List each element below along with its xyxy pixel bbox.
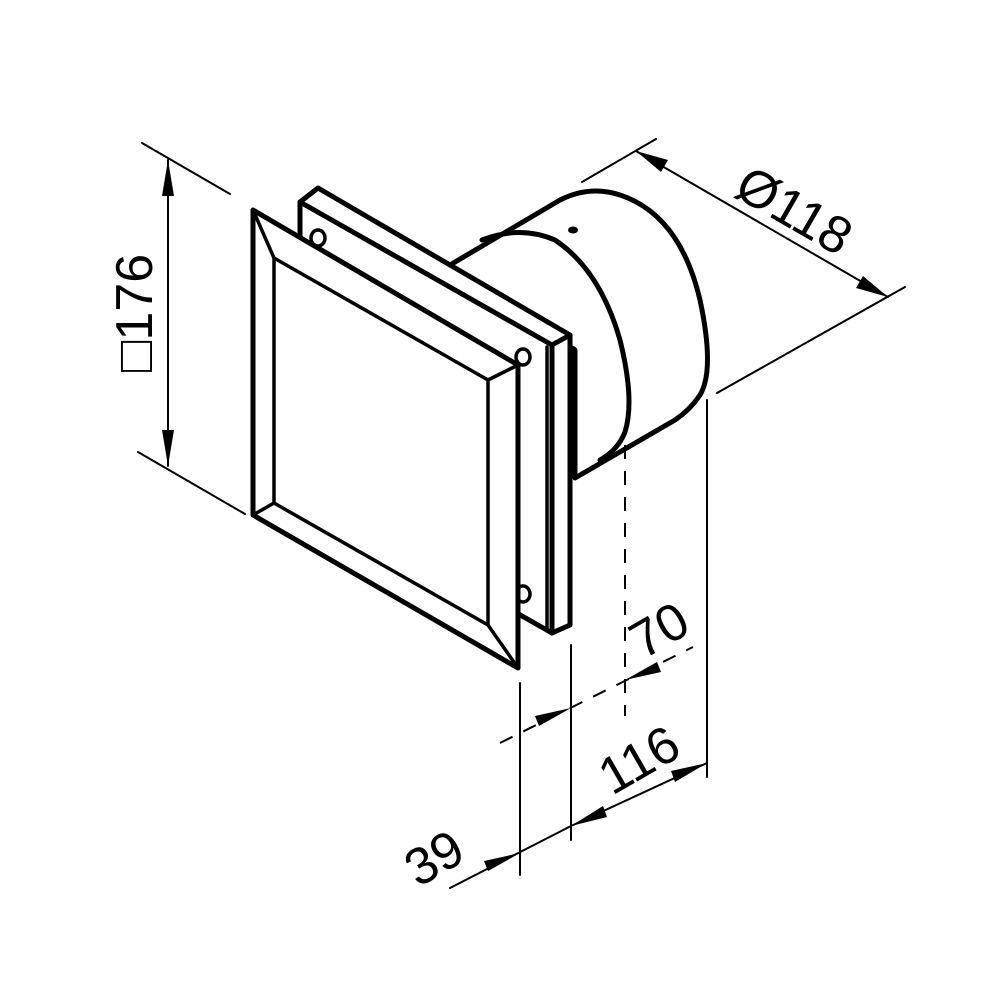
dimension-grille-square: □176 bbox=[106, 142, 246, 515]
dimension-label-39: 39 bbox=[395, 819, 474, 898]
marker-dot-icon bbox=[568, 226, 578, 234]
mounting-hole-icon bbox=[514, 347, 532, 367]
fan-body bbox=[447, 188, 710, 481]
dimension-label-176: □176 bbox=[106, 254, 164, 372]
dimension-label-70: 70 bbox=[620, 591, 699, 670]
dimension-label-116: 116 bbox=[589, 715, 690, 807]
dimension-label-118: Ø118 bbox=[726, 155, 862, 267]
front-grille bbox=[250, 207, 521, 671]
